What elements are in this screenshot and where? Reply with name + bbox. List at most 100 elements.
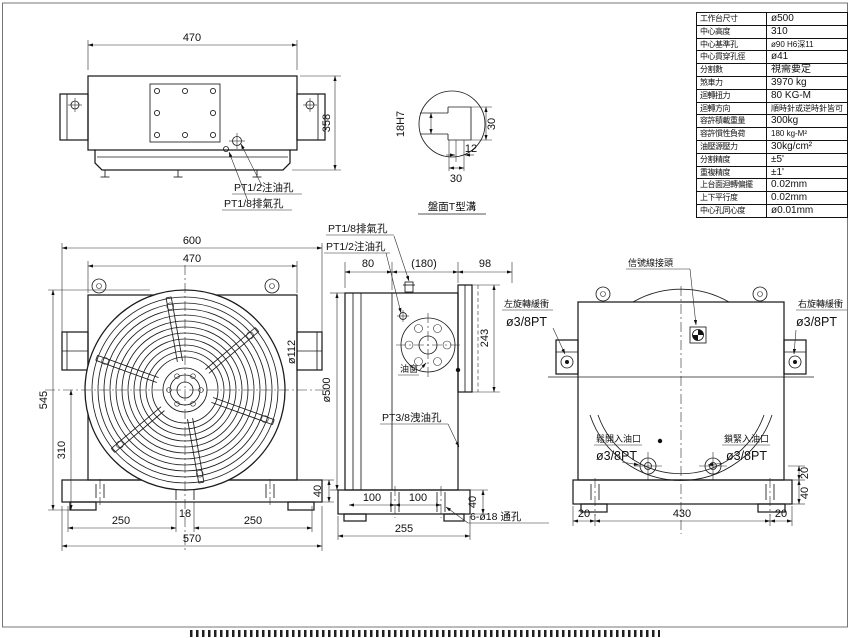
dim-570: 570 [183,533,201,545]
spec-label: 中心孔同心度 [697,204,767,217]
dim-18H7: 18H7 [395,111,407,137]
spec-label: 上台面迴轉偏擺 [697,179,767,192]
rear-view: 信號線接頭 左旋轉緩衝 ø3/8PT 右旋轉緩衝 ø3/8PT 鬆開入油口 ø3… [502,257,847,534]
spec-value: 順時針或逆時針皆可 [771,103,843,113]
dim-600: 600 [183,235,201,247]
detail-view-t-slot: 18H7 30 12 30 盤面T型溝 [395,90,498,215]
oil-plug-icon [397,310,409,322]
spec-value: 30kg/cm² [771,140,813,152]
spec-row: 容許慣性負荷 180 kg-M² [697,127,847,140]
dim-40-front: 40 [312,485,324,497]
dim-310: 310 [56,441,68,459]
spec-row: 分割精度±5' [697,152,847,166]
spec-value: 0.02mm [771,179,808,191]
spec-row: 容許積載重量 300kg [697,114,847,128]
spec-row: 分割數視需要定 [697,63,847,76]
spec-label: 中心高度 [697,25,767,38]
spec-label: 迴轉扭力 [697,89,767,102]
spec-value: ø0.01mm [771,204,814,216]
vent-port-icon [223,146,229,152]
dim-head-30: 30 [486,118,498,130]
spec-value: 300kg [771,115,799,127]
spec-label: 上下平行度 [697,192,767,204]
port-ccw-size: ø3/8PT [506,315,547,329]
spec-value: 180 kg-M² [771,129,808,139]
spec-value: 0.02mm [771,192,808,204]
dim-500: ø500 [321,377,333,402]
disc-spokes [95,296,275,484]
dim-255: 255 [395,523,413,535]
spec-value: 3970 kg [771,76,807,88]
dim-430: 430 [673,508,691,520]
bottom-ruler [190,630,660,637]
flange-bolt-circle [396,313,460,377]
top-view: 470 PT1/2注油孔 PT1/8排氣孔 [59,32,341,211]
label-unclamp-port: 鬆開入油口 [596,433,641,444]
dim-20-left: 20 [578,508,590,520]
spec-label: 中心貫穿孔徑 [697,51,767,64]
label-signal-connector: 信號線接頭 [628,257,673,268]
spec-value: ø41 [771,51,789,63]
eye-bolt-icon [91,278,280,296]
spec-value: ø500 [771,13,794,24]
dim-243: 243 [479,329,491,347]
cushion-port-icon [560,355,574,369]
pin-dot [455,367,461,373]
bolt-crosshair-icon [68,98,82,112]
spec-label: 中心基準孔 [697,38,767,51]
spec-row: 上台面迴轉偏擺 0.02mm [697,178,847,192]
spec-label: 重複精度 [697,166,767,179]
dim-80: 80 [362,258,374,270]
dim-98: 98 [479,258,491,270]
signal-connector-icon [689,326,707,344]
dim-40-rear: 40 [799,487,811,499]
port-clamp-size: ø3/8PT [726,449,767,463]
detail-caption: 盤面T型溝 [428,200,477,213]
label-through-holes: 6-ø18 通孔 [470,510,522,523]
spec-value: ±5' [771,153,784,165]
label-ccw-cushion: 左旋轉緩衝 [504,298,549,309]
label-air-vent-port: PT1/8排氣孔 [224,197,284,210]
vent-plug-icon [403,281,415,293]
spec-row: 迴轉扭力 80 KG-M [697,88,847,102]
dim-20-vert: 20 [799,467,811,479]
dim-358: 358 [321,114,333,132]
spec-label: 容許積載重量 [697,115,767,128]
spec-value: 視需要定 [771,64,811,76]
spec-value: 80 KG-M [771,89,812,101]
dim-bottom-30: 30 [450,173,462,185]
spec-row: 上下平行度 0.02mm [697,191,847,204]
spec-row: 中心貫穿孔徑 ø41 [697,50,847,64]
spec-row: 煞車力 3970 kg [697,75,847,89]
spec-label: 油壓源壓力 [697,140,767,153]
oil-inlet-port-icon [634,452,662,480]
dim-470-top: 470 [183,32,201,44]
spec-label: 容許慣性負荷 [697,128,767,140]
side-view: 80 (180) 98 PT1/8排氣孔 PT1/2注油孔 油窗 [321,222,549,540]
spec-row: 中心孔同心度 ø0.01mm [697,203,847,217]
oil-port-crosshair-icon [229,133,245,149]
label-oil-fill-port: PT1/2注油孔 [234,181,294,194]
front-view: 600 470 [38,235,334,552]
dim-100-right: 100 [409,492,427,504]
label-air-vent-side: PT1/8排氣孔 [328,222,388,235]
spec-row: 重複精度±1' [697,165,847,179]
bolt-crosshair-icon [303,98,317,112]
oil-inlet-port-icon [699,452,727,480]
spec-row: 迴轉方向順時針或逆時針皆可 [697,101,847,115]
dim-180-ref: (180) [411,258,437,270]
sheet-border [2,2,848,628]
dim-hub-112: ø112 [286,340,298,364]
spec-label: 分割數 [697,64,767,76]
dim-40-side: 40 [467,496,479,508]
label-cw-cushion: 右旋轉緩衝 [798,298,843,309]
spec-label: 煞車力 [697,76,767,89]
eye-bolt-icon [595,286,768,303]
label-clamp-port: 鎖緊入油口 [724,433,769,444]
dim-545: 545 [38,391,50,409]
